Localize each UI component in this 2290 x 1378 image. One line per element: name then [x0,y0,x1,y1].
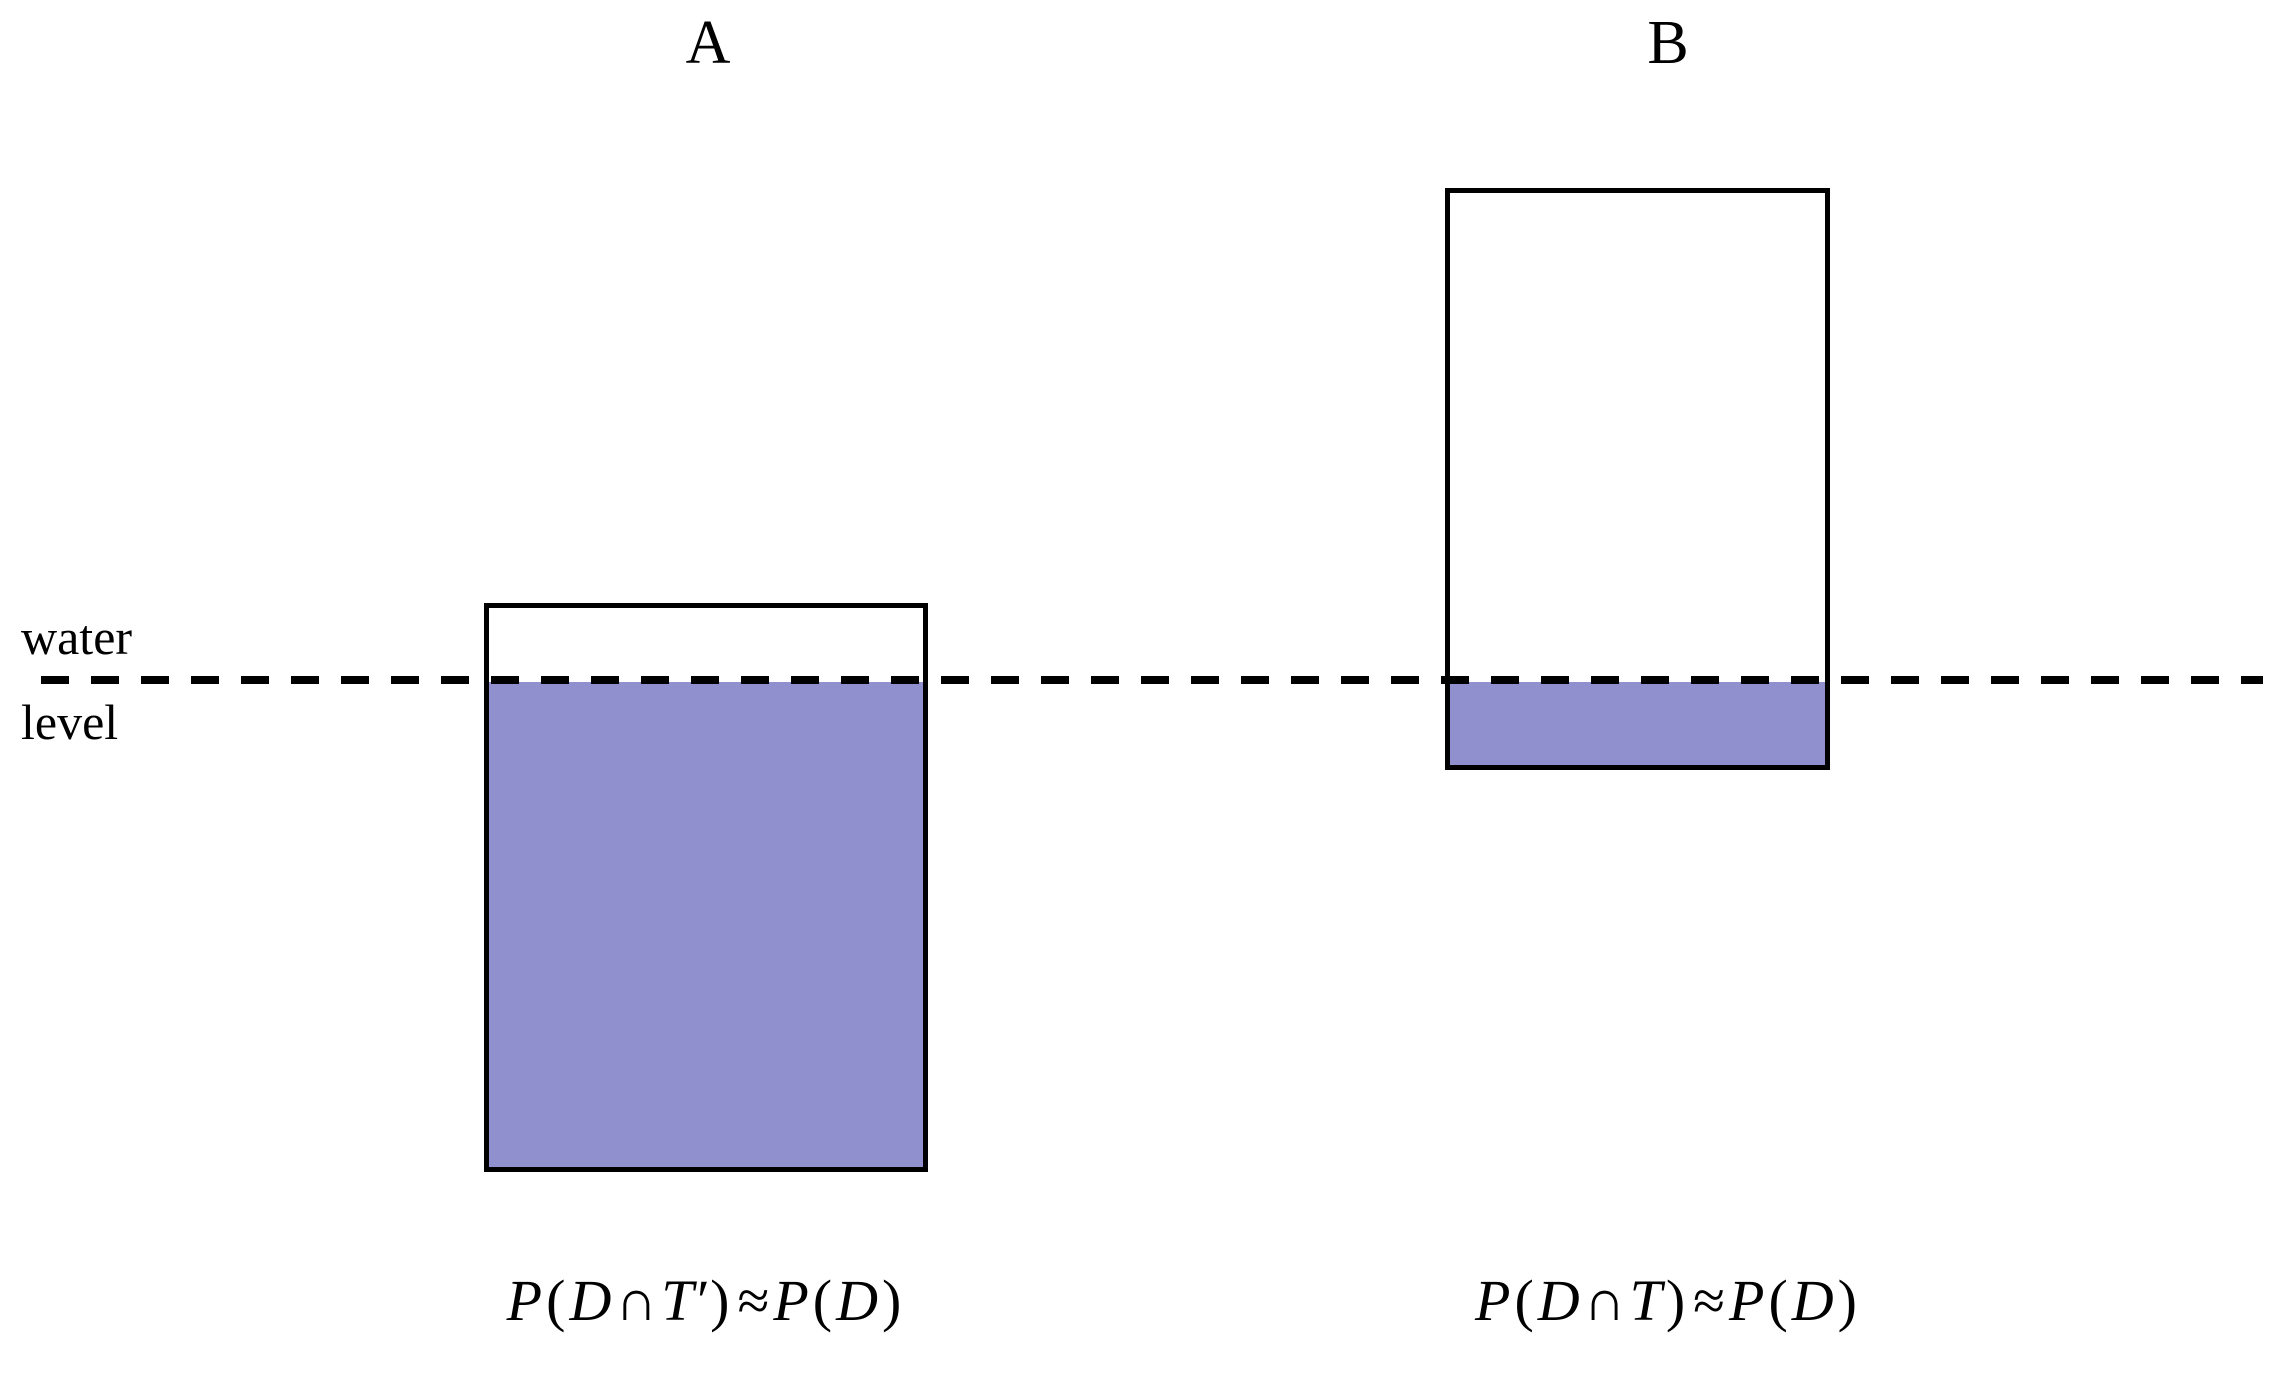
formula-a-close-paren-2: ) [882,1268,902,1333]
formula-a-intersection-symbol: ∩ [615,1268,658,1333]
formula-b-close-paren-1: ) [1665,1268,1686,1333]
formula-a-approx-symbol: ≈ [737,1268,770,1333]
water-level-dashed-line [41,676,2263,684]
formula-b-open-paren-1: ( [1514,1268,1534,1333]
formula-b-intersection-symbol: ∩ [1583,1268,1626,1333]
container-box-b [1445,188,1830,770]
formula-panel-b: P(D∩T)≈P(D) [1288,1272,2048,1330]
water-fill-a [489,682,923,1167]
panel-letter-a: A [685,9,731,77]
formula-b-p2: P [1729,1268,1765,1333]
water-level-caption-line-1: water [21,609,133,665]
formula-b-event-t: T [1629,1268,1662,1333]
container-box-a [484,603,928,1172]
formula-a-close-paren-1: ) [710,1268,730,1333]
water-fill-b [1450,682,1825,765]
formula-a-event-d2: D [836,1268,878,1333]
formula-panel-a: P(D∩T′)≈P(D) [326,1272,1086,1330]
formula-a-event-d1: D [569,1268,612,1333]
formula-b-event-d1: D [1537,1268,1580,1333]
formula-b-open-paren-2: ( [1768,1268,1788,1333]
formula-a-p1: P [506,1268,543,1333]
formula-a-open-paren-2: ( [812,1268,833,1333]
formula-a-p2: P [773,1268,809,1333]
panel-letter-b: B [1647,9,1689,77]
formula-b-approx-symbol: ≈ [1693,1268,1725,1333]
formula-b-event-d2: D [1791,1268,1834,1333]
water-level-caption-line-2: level [21,694,119,750]
formula-a-open-paren-1: ( [546,1268,566,1333]
formula-b-p1: P [1475,1268,1511,1333]
formula-a-prime-symbol: ′ [693,1268,707,1333]
formula-b-close-paren-2: ) [1837,1268,1857,1333]
formula-a-event-t: T [661,1268,694,1333]
